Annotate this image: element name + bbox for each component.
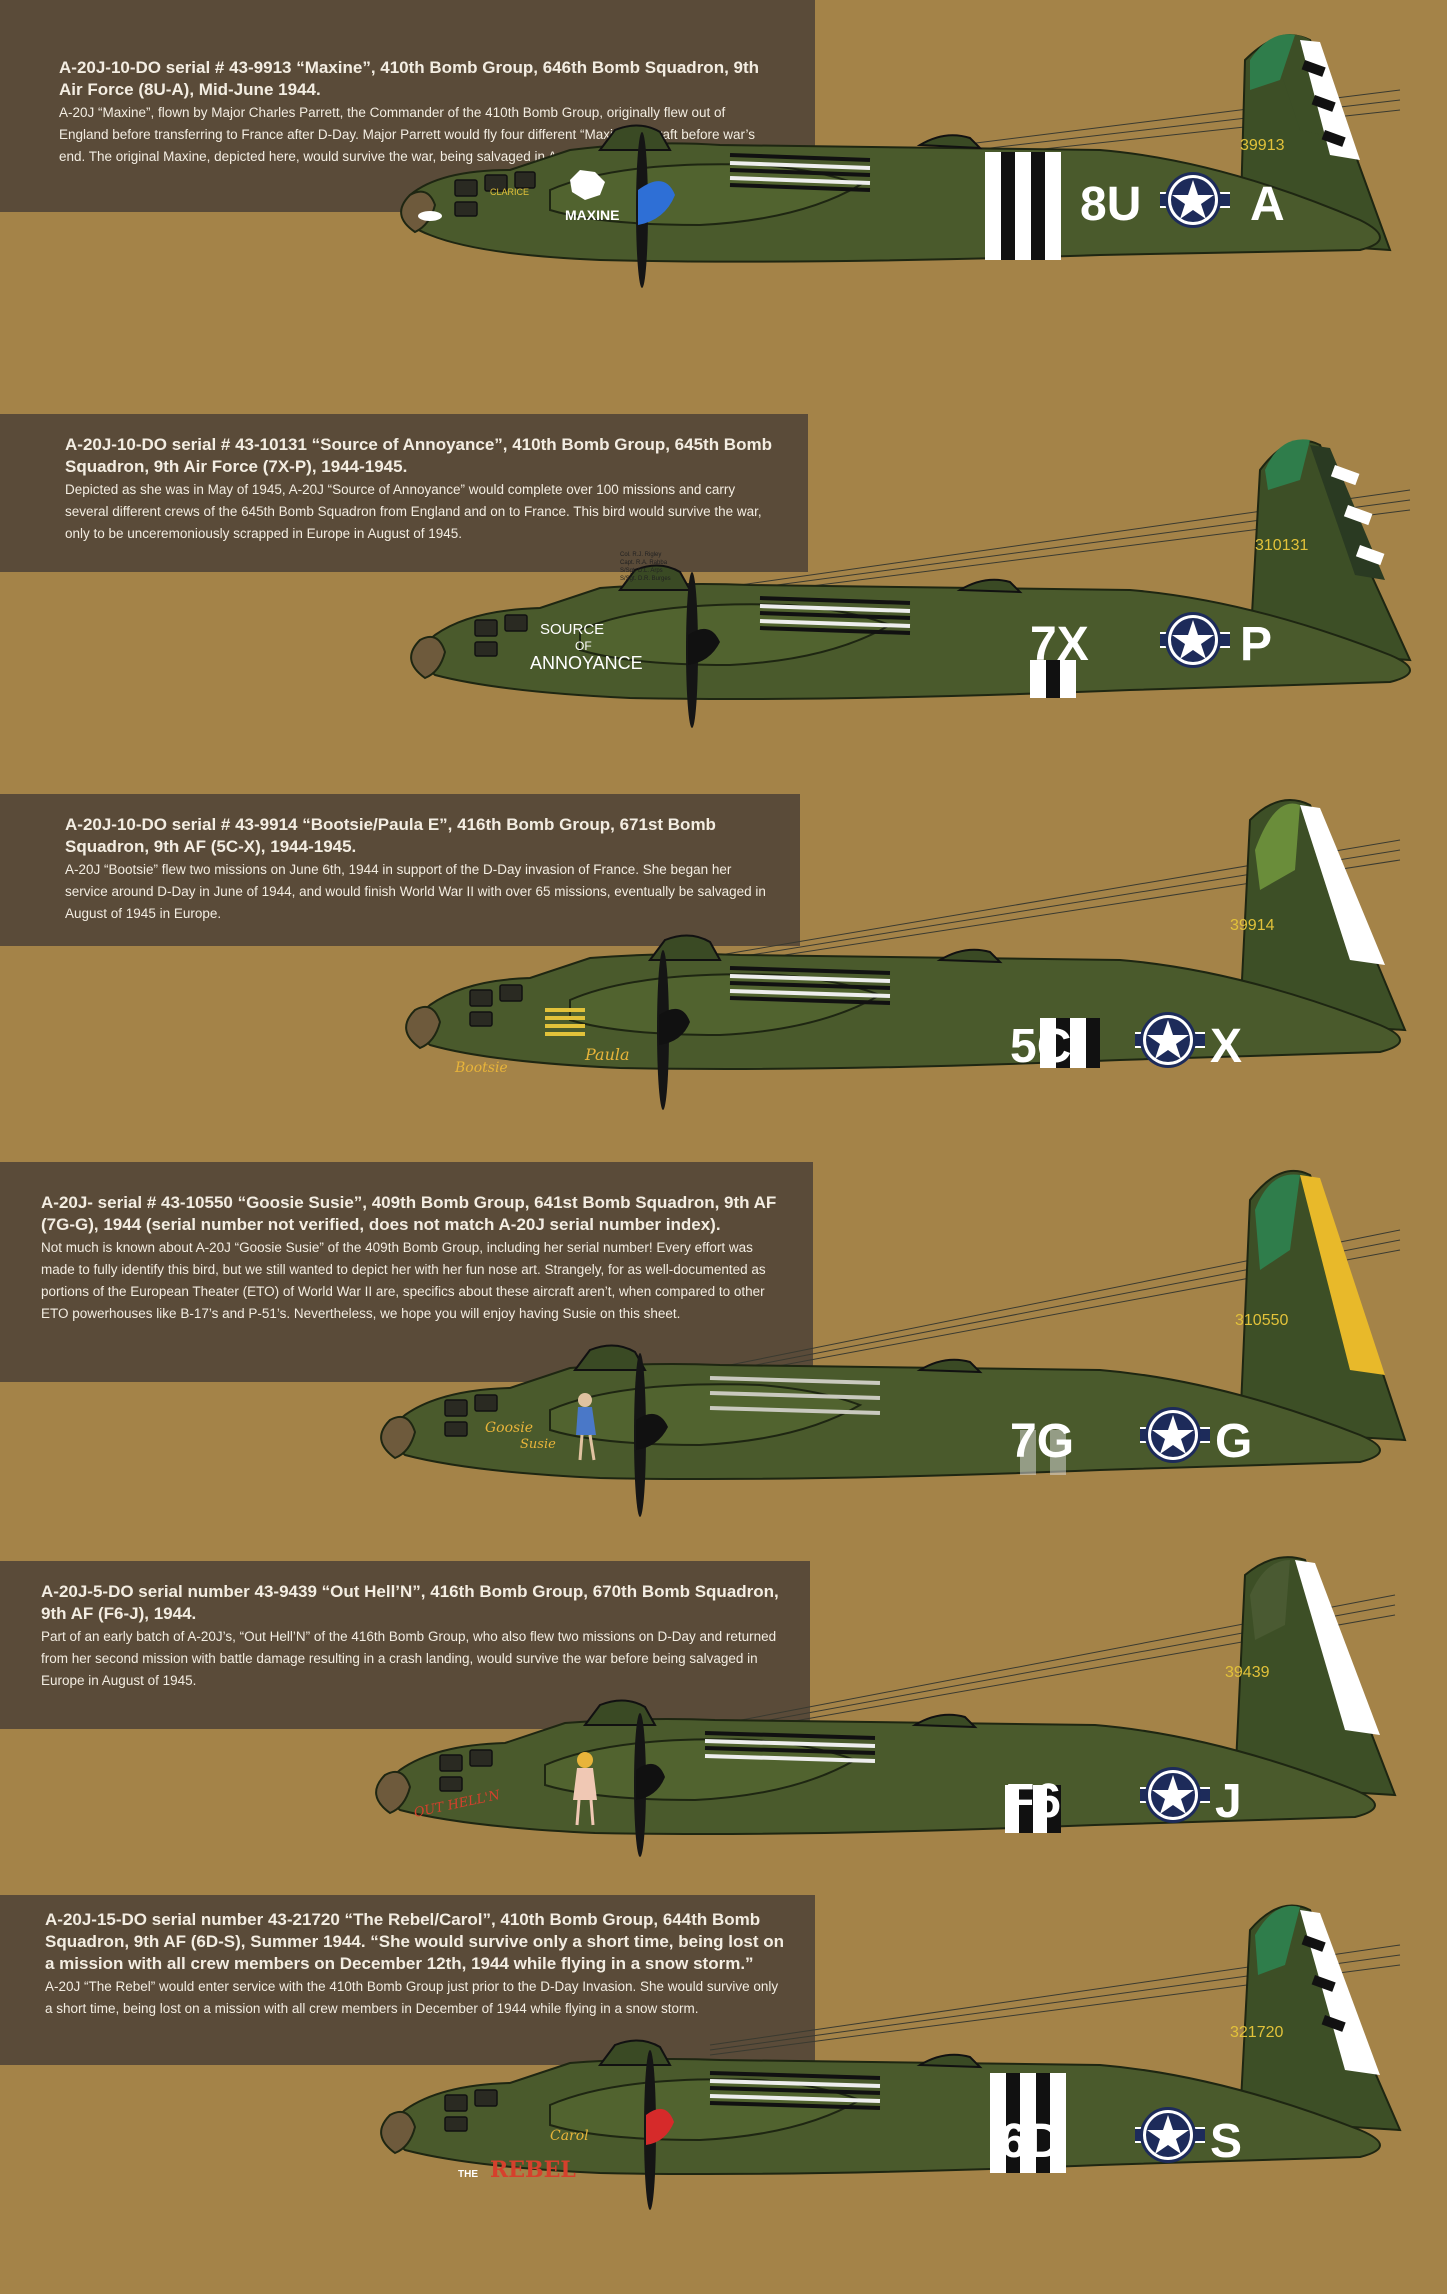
nose-art-name: MAXINE (565, 207, 619, 223)
squadron-code-right: A (1250, 178, 1285, 231)
rudder-stripes (1300, 1175, 1385, 1375)
us-star-insignia (1135, 1012, 1205, 1068)
profile-description: Not much is known about A-20J “Goosie Su… (41, 1240, 766, 1321)
tail-serial-number: 39914 (1230, 917, 1275, 934)
fin-camo (1250, 34, 1295, 90)
profile-description: Depicted as she was in May of 1945, A-20… (65, 482, 762, 541)
propeller (634, 1713, 665, 1857)
pinup-nose-art (576, 1393, 596, 1461)
profile-title: A-20J-15-DO serial number 43-21720 “The … (45, 1910, 784, 1973)
svg-text:S/Sgt. D.L. Arps: S/Sgt. D.L. Arps (620, 568, 663, 574)
spinner (638, 181, 675, 225)
squadron-code-right: G (1215, 1415, 1252, 1468)
nose-art-secondary: CLARICE (490, 187, 529, 197)
nose-art-name: REBEL (490, 2157, 576, 2183)
squadron-code-right: J (1215, 1775, 1242, 1828)
tail-serial-number: 39913 (1240, 137, 1285, 154)
profile-caption: A-20J-15-DO serial number 43-21720 “The … (0, 1895, 815, 2065)
nose-art-tertiary: OF (575, 639, 592, 653)
profile-caption: A-20J-10-DO serial # 43-9914 “Bootsie/Pa… (0, 794, 800, 946)
nose-art-tertiary: Carol (550, 2128, 589, 2144)
tail-serial-number: 310131 (1255, 537, 1308, 554)
profile-description: A-20J “Maxine”, flown by Major Charles P… (59, 105, 756, 164)
mission-tally (545, 1008, 585, 1036)
svg-text:S/Sgt. D.R. Burges: S/Sgt. D.R. Burges (620, 576, 671, 582)
nose-art-name: ANNOYANCE (530, 653, 643, 673)
squadron-code-left: F6 (1005, 1775, 1061, 1828)
aircraft-profile-2: A-20J-10-DO serial # 43-10131 “Source of… (0, 410, 1447, 790)
fin-camo (1265, 439, 1310, 490)
rudder-stripes (1300, 805, 1385, 965)
squadron-code-right: X (1210, 1020, 1242, 1073)
aircraft-illustration: 7X P 310131 ANNOYANCE SOURCE OF Col. R.J… (410, 439, 1412, 728)
propeller (634, 1353, 668, 1517)
spinner (636, 1763, 665, 1800)
profile-title: A-20J- serial # 43-10550 “Goosie Susie”,… (41, 1193, 777, 1234)
fin-camo (1255, 1905, 1300, 1975)
profile-description: Part of an early batch of A-20J’s, “Out … (41, 1629, 777, 1688)
rudder-stripes (1295, 1560, 1380, 1735)
profile-caption: A-20J- serial # 43-10550 “Goosie Susie”,… (0, 1162, 813, 1382)
profile-description: A-20J “Bootsie” flew two missions on Jun… (65, 862, 766, 921)
aircraft-profile-6: A-20J-15-DO serial number 43-21720 “The … (0, 1895, 1447, 2294)
tail-serial-number: 321720 (1230, 2024, 1283, 2041)
profile-title: A-20J-5-DO serial number 43-9439 “Out He… (41, 1582, 779, 1623)
aircraft-profile-1: A-20J-10-DO serial # 43-9913 “Maxine”, 4… (0, 0, 1447, 410)
fin-camo (1255, 803, 1300, 890)
nose-art-secondary: Paula (584, 1045, 630, 1064)
aircraft-profile-3: A-20J-10-DO serial # 43-9914 “Bootsie/Pa… (0, 790, 1447, 1160)
us-star-insignia (1160, 612, 1230, 668)
pinup-nose-art (573, 1752, 597, 1826)
squadron-code-right: P (1240, 618, 1272, 671)
crew-names: Col. R.J. Rigley Capt. R.A. Rabba S/Sgt.… (620, 552, 671, 582)
nose-art-name: Bootsie (454, 1060, 508, 1076)
profile-title: A-20J-10-DO serial # 43-9913 “Maxine”, 4… (59, 58, 760, 99)
tail-serial-number: 310550 (1235, 1312, 1288, 1329)
aircraft-profile-5: A-20J-5-DO serial number 43-9439 “Out He… (0, 1555, 1447, 1895)
nose-art-secondary: SOURCE (540, 621, 604, 638)
squadron-code-left: 5C (1010, 1020, 1071, 1073)
spinner (646, 2108, 674, 2145)
nose-marking (418, 211, 442, 221)
profile-caption: A-20J-10-DO serial # 43-9913 “Maxine”, 4… (0, 0, 815, 212)
profile-caption: A-20J-10-DO serial # 43-10131 “Source of… (0, 414, 808, 572)
nose-art-secondary: Susie (520, 1437, 556, 1452)
fin-camo (1255, 1174, 1300, 1270)
spinner (636, 1413, 668, 1450)
rudder-stripes (1300, 1910, 1380, 2075)
aircraft-illustration: 8U A 39913 MAXINE CLARICE (400, 34, 1401, 288)
aircraft-illustration: F6 J 39439 OUT HELL'N (375, 1556, 1397, 1857)
profile-description: A-20J “The Rebel” would enter service wi… (45, 1979, 779, 2016)
aircraft-illustration: 7G G 310550 Goosie Susie (380, 1170, 1407, 1517)
us-star-insignia (1160, 172, 1230, 228)
profile-title: A-20J-10-DO serial # 43-9914 “Bootsie/Pa… (65, 815, 716, 856)
squadron-code-left: 7X (1030, 618, 1089, 671)
us-star-insignia (1140, 1407, 1210, 1463)
profile-caption: A-20J-5-DO serial number 43-9439 “Out He… (0, 1561, 810, 1729)
spinner (659, 1008, 690, 1045)
aircraft-profile-4: A-20J- serial # 43-10550 “Goosie Susie”,… (0, 1160, 1447, 1555)
propeller (686, 572, 720, 728)
aircraft-illustration: 6D S 321720 REBEL THE Carol (380, 1904, 1402, 2210)
fin-camo (1250, 1560, 1290, 1640)
propeller (636, 132, 675, 288)
propeller (657, 950, 690, 1110)
us-star-insignia (1140, 1767, 1210, 1823)
squadron-code-left: 7G (1010, 1415, 1074, 1468)
svg-text:Capt. R.A. Rabba: Capt. R.A. Rabba (620, 560, 668, 566)
nose-art-secondary: THE (458, 2169, 478, 2180)
spinner (688, 628, 720, 665)
squadron-code-left: 6D (1000, 2115, 1061, 2168)
tail-serial-number: 39439 (1225, 1664, 1270, 1681)
nose-art-name: Goosie (485, 1420, 533, 1436)
texas-emblem (570, 170, 605, 200)
propeller (644, 2050, 674, 2210)
aircraft-illustration: 5C X 39914 Bootsie Paula (405, 799, 1407, 1110)
svg-text:Col. R.J. Rigley: Col. R.J. Rigley (620, 552, 661, 558)
squadron-code-right: S (1210, 2115, 1242, 2168)
squadron-code-left: 8U (1080, 178, 1141, 231)
profile-title: A-20J-10-DO serial # 43-10131 “Source of… (65, 435, 772, 476)
us-star-insignia (1135, 2107, 1205, 2163)
